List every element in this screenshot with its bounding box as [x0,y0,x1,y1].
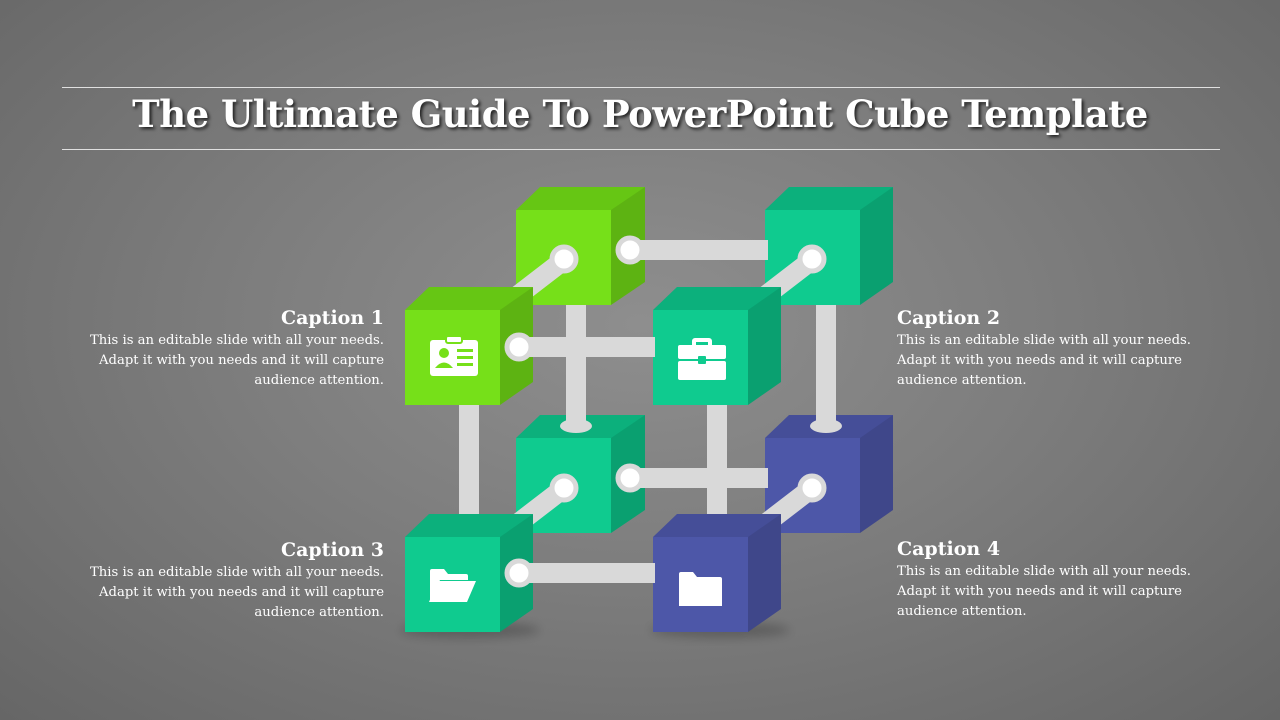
title-top-rule [62,87,1220,88]
caption-1: Caption 1 This is an editable slide with… [84,307,384,391]
page-title: The Ultimate Guide To PowerPoint Cube Te… [132,92,1148,136]
caption-3: Caption 3 This is an editable slide with… [84,539,384,623]
cube-front-bottom-left [405,514,533,632]
caption-4-heading: Caption 4 [897,538,1001,560]
folder-open-icon [429,569,476,602]
folder-icon [679,572,722,606]
caption-3-text: This is an editable slide with all your … [90,565,384,620]
caption-2-text: This is an editable slide with all your … [897,333,1191,388]
id-card-icon [430,335,478,376]
caption-3-heading: Caption 3 [280,539,384,561]
back-connectors [560,240,842,488]
caption-1-heading: Caption 1 [280,307,384,329]
caption-4-text: This is an editable slide with all your … [897,564,1191,619]
caption-4: Caption 4 This is an editable slide with… [897,538,1197,622]
caption-2-heading: Caption 2 [897,307,1001,329]
title-bottom-rule [62,149,1220,150]
cube-front-bottom-right [653,514,781,632]
cube-front-top-left [405,287,533,405]
briefcase-icon [678,338,726,380]
caption-2: Caption 2 This is an editable slide with… [897,307,1197,391]
connector-rings [549,235,827,503]
caption-1-text: This is an editable slide with all your … [90,333,384,388]
front-horizontal-connectors [504,332,655,588]
